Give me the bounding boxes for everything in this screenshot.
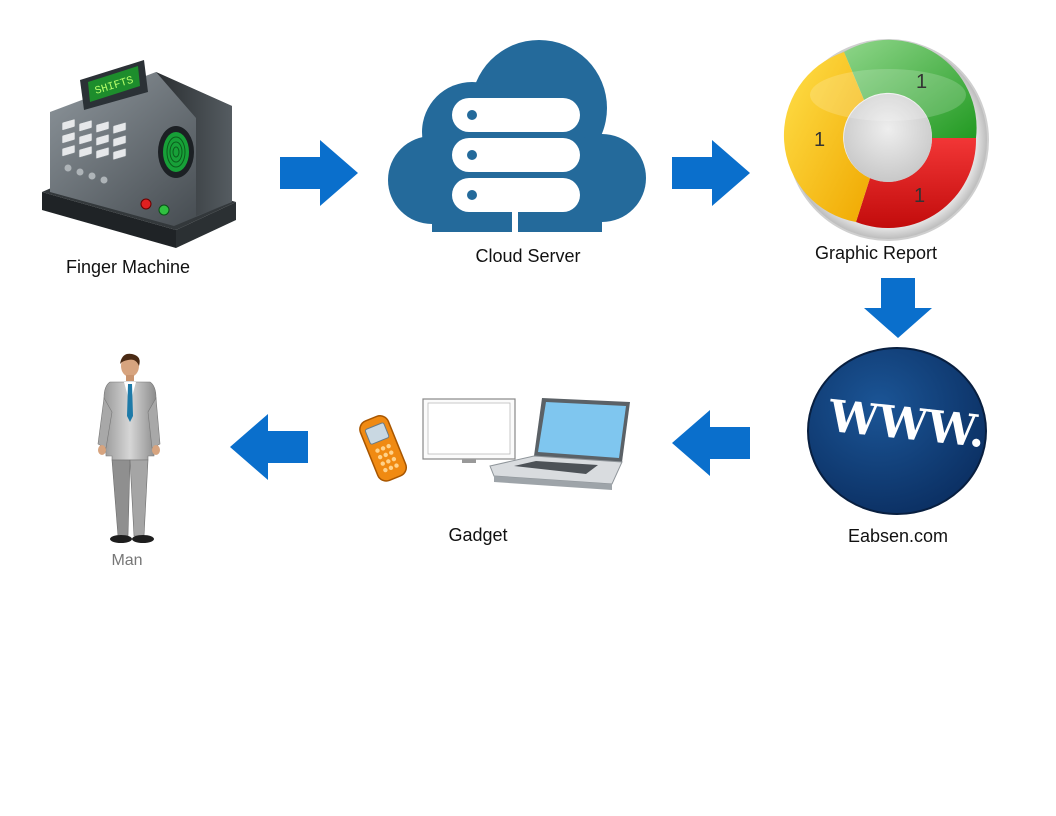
cloud-server-icon — [388, 40, 646, 236]
fingerprint-machine-icon: SHIFTS — [42, 60, 236, 248]
graphic-report-label: Graphic Report — [814, 243, 938, 263]
arrow-right-icon — [672, 140, 750, 206]
donut-value-red: 1 — [914, 185, 925, 207]
laptop-icon — [489, 398, 630, 490]
gadget-label: Gadget — [448, 525, 508, 545]
arrow-shape — [672, 140, 750, 206]
gadget-node — [354, 394, 636, 494]
website-label: Eabsen.com — [847, 526, 949, 546]
arrow-left-icon — [230, 414, 308, 480]
arrow-shape — [672, 410, 750, 476]
website-node: WWW. — [806, 346, 988, 516]
arrow-right-icon — [280, 140, 358, 206]
arrow-left-icon — [672, 410, 750, 476]
arrow-down-icon — [864, 278, 932, 338]
cloud-server-label: Cloud Server — [475, 246, 581, 266]
arrow-report-to-website — [864, 278, 934, 340]
mobile-phone-icon — [359, 415, 408, 482]
finger-machine-node: SHIFTS — [36, 52, 246, 256]
monitor-icon — [422, 398, 516, 463]
donut-segment-green — [844, 39, 977, 138]
donut-segment-yellow — [783, 52, 870, 222]
arrow-website-to-gadget — [672, 410, 752, 480]
donut-segment-red — [856, 138, 977, 229]
www-globe-icon: WWW. — [807, 347, 988, 515]
finger-machine-label: Finger Machine — [65, 257, 191, 277]
donut-value-yellow: 1 — [814, 129, 825, 151]
businessman-icon — [97, 353, 161, 543]
donut-chart-icon: 1 1 1 — [783, 39, 989, 241]
arrow-cloud-to-report — [672, 140, 752, 210]
arrow-shape — [864, 278, 932, 338]
man-node — [94, 352, 164, 546]
donut-value-green: 1 — [916, 71, 927, 93]
arrow-gadget-to-man — [230, 414, 310, 484]
arrow-shape — [280, 140, 358, 206]
cloud-server-node — [384, 40, 646, 240]
graphic-report-node: 1 1 1 — [783, 39, 990, 242]
arrow-shape — [230, 414, 308, 480]
arrow-machine-to-cloud — [280, 140, 360, 210]
man-label: Man — [111, 552, 143, 569]
